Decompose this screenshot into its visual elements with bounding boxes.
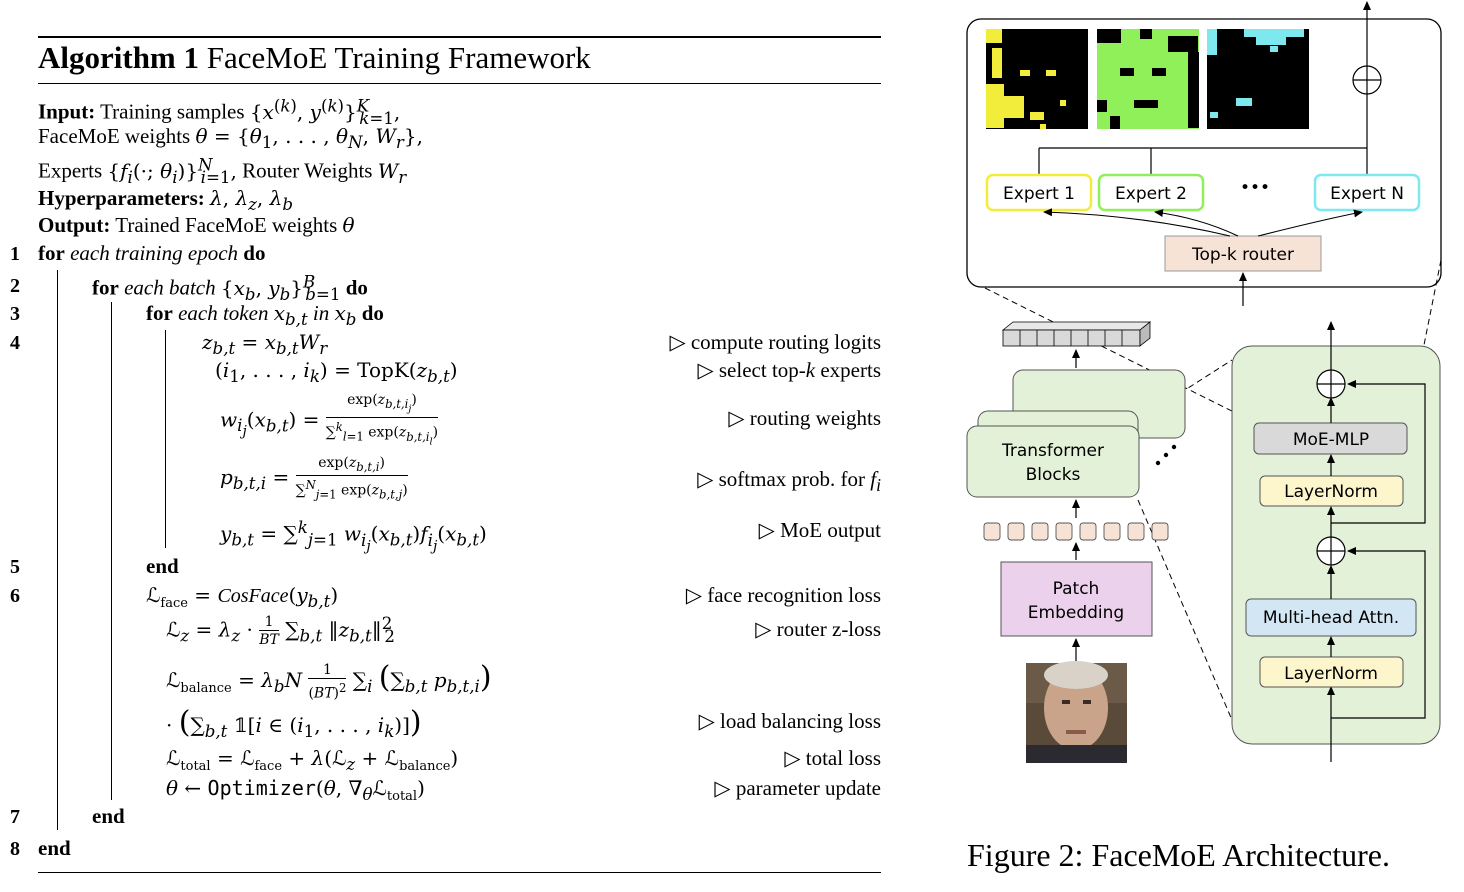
comment-routing-weights: ▷ routing weights — [728, 406, 881, 430]
multihead-attn-label: Multi-head Attn. — [1263, 608, 1399, 628]
input-tokens — [983, 522, 1169, 541]
algo-hyper-line: Hyperparameters: λ, λz, λb — [38, 186, 293, 214]
indent-bar — [165, 330, 167, 548]
transformer-label-1: Transformer — [1001, 441, 1104, 461]
topk-router-box — [1164, 235, 1322, 272]
indent-bar — [57, 270, 59, 830]
algo-title-rule — [38, 83, 881, 85]
algo-line-2: for each batch {xb, yb}Bb=1 do — [92, 272, 368, 304]
comment-total-loss: ▷ total loss — [784, 746, 881, 770]
expert-n-box — [1313, 173, 1421, 212]
expert-1-label: Expert 1 — [1003, 184, 1075, 204]
algo-topk-line: (i1, . . . , ik) = TopK(zb,t) — [215, 358, 458, 386]
line-number: 8 — [10, 838, 20, 860]
algo-routing-weights-line: wij(xb,t) = exp(zb,t,ij)∑kl=1 exp(zb,t,i… — [220, 392, 439, 450]
algo-line-4: zb,t = xb,tWr — [202, 330, 328, 358]
algo-moe-output-line: yb,t = ∑kj=1 wij(xb,t)fij(xb,t) — [220, 518, 487, 554]
transformer-blocks-box — [966, 425, 1140, 498]
line-number: 5 — [10, 556, 20, 578]
algo-balance-line: ℒbalance = λbN 1(BT)2 ∑i (∑b,t pb,t,i) — [166, 660, 492, 702]
expertN-feature-map — [1207, 29, 1309, 129]
algo-weights-line: FaceMoE weights θ = {θ1, . . . , θN, Wr}… — [38, 124, 423, 152]
algo-line-3: for each token xb,t in xb do — [146, 301, 384, 329]
patch-label-1: Patch — [1053, 579, 1100, 599]
topk-router-label: Top-k router — [1191, 245, 1294, 265]
algo-output-line: Output: Trained FaceMoE weights θ — [38, 213, 355, 237]
comment-routing-logits: ▷ compute routing logits — [669, 330, 881, 354]
line-number: 2 — [10, 275, 20, 297]
expert-1-box — [985, 173, 1093, 212]
algo-balance-cont-line: · (∑b,t 𝟙[i ∈ (i1, . . . , ik)]) — [166, 705, 422, 741]
expert-n-label: Expert N — [1330, 184, 1404, 204]
algo-update-line: θ ← Optimizer(θ, ∇θℒtotal) — [166, 776, 425, 804]
architecture-diagram: Expert 1 Expert 2 ••• Expert N Top-k rou… — [966, 1, 1442, 763]
comment-face-loss: ▷ face recognition loss — [685, 583, 881, 607]
comment-select-topk: ▷ select top-k experts — [697, 358, 881, 382]
algo-top-rule — [38, 36, 881, 38]
algo-line-8: end — [38, 836, 71, 860]
comment-moe-output: ▷ MoE output — [758, 518, 881, 542]
expert-2-box — [1097, 173, 1205, 212]
line-number: 3 — [10, 303, 20, 325]
comment-param-update: ▷ parameter update — [714, 776, 881, 800]
algo-experts-line: Experts {fi(·; θi)}Ni=1, Router Weights … — [38, 155, 407, 187]
algo-line-5: end — [146, 554, 179, 578]
comment-load-balance: ▷ load balancing loss — [698, 709, 881, 733]
line-number: 1 — [10, 243, 20, 265]
transformer-label-2: Blocks — [1026, 465, 1081, 485]
indent-bar — [111, 302, 113, 800]
moe-detail-panel — [966, 18, 1442, 288]
line-number: 4 — [10, 332, 20, 354]
algo-softmax-line: pb,t,i = exp(zb,t,i)∑Nj=1 exp(zb,t,j) — [220, 455, 408, 502]
line-number: 7 — [10, 806, 20, 828]
comment-softmax: ▷ softmax prob. for fi — [697, 467, 881, 496]
algo-input-line: Input: Training samples {x(k), y(k)}Kk=1… — [38, 96, 401, 128]
algo-total-loss-line: ℒtotal = ℒface + λ(ℒz + ℒbalance) — [166, 746, 459, 774]
expert1-feature-map — [986, 29, 1088, 129]
output-tokens — [1001, 321, 1152, 347]
patch-label-2: Embedding — [1028, 603, 1124, 623]
line-number: 6 — [10, 585, 20, 607]
algo-line-1: for each training epoch do — [38, 241, 266, 265]
layernorm-bottom-label: LayerNorm — [1284, 664, 1378, 684]
expert-2-label: Expert 2 — [1115, 184, 1187, 204]
patch-embedding-box — [1000, 561, 1153, 637]
expert-ellipsis: ••• — [1240, 178, 1270, 198]
algo-line-7: end — [92, 804, 125, 828]
input-face-image — [1026, 661, 1127, 763]
expert2-feature-map — [1097, 29, 1199, 129]
algorithm-title: Algorithm 1 FaceMoE Training Framework — [38, 40, 591, 75]
layernorm-top-label: LayerNorm — [1284, 482, 1378, 502]
comment-router-zloss: ▷ router z-loss — [755, 617, 881, 641]
algo-bottom-rule — [38, 872, 881, 874]
moe-mlp-label: MoE-MLP — [1293, 430, 1369, 450]
figure-caption: Figure 2: FaceMoE Architecture. — [967, 837, 1390, 873]
algo-face-loss-line: ℒface = CosFace(yb,t) — [146, 583, 339, 611]
